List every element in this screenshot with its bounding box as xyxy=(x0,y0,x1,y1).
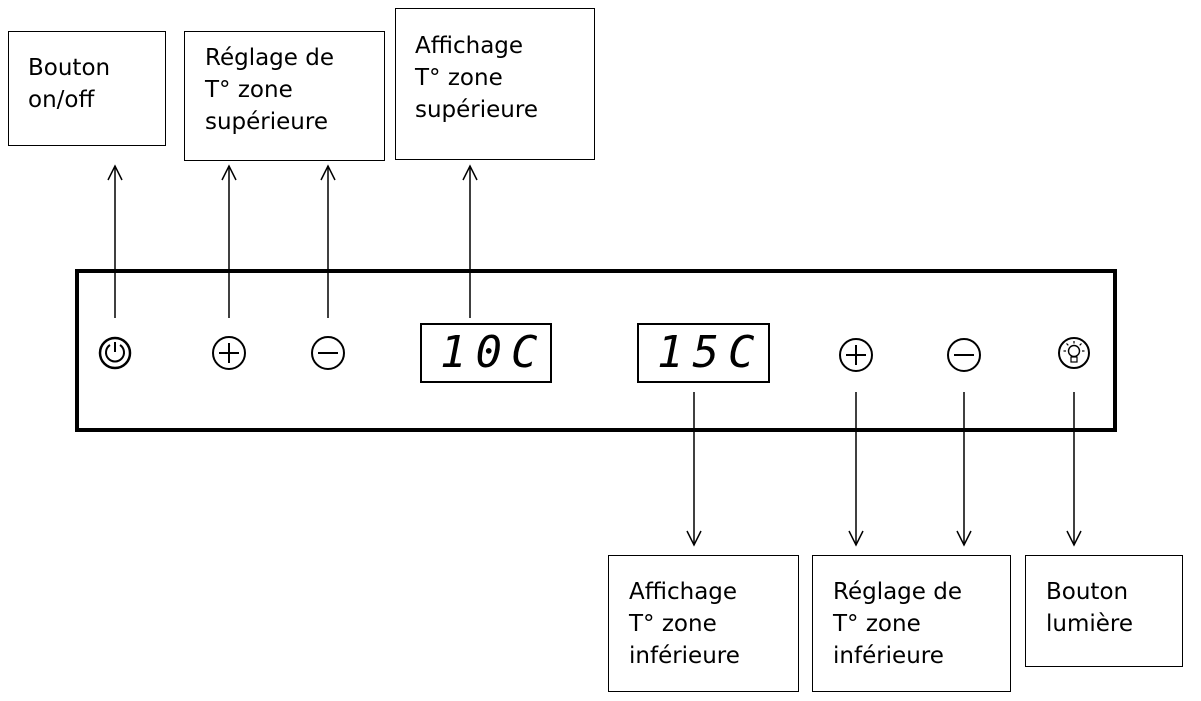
lower-plus-icon[interactable] xyxy=(839,338,873,372)
arrowhead-lower-plus xyxy=(848,530,864,547)
arrowhead-upper-minus xyxy=(320,164,336,181)
arrowhead-power xyxy=(107,164,123,181)
label-box-lower-setting xyxy=(812,555,1011,692)
label-box-power xyxy=(8,31,166,146)
arrowhead-lower-display xyxy=(686,530,702,547)
label-box-upper-setting xyxy=(184,31,385,161)
label-power: Bouton on/off xyxy=(28,55,111,113)
lower-minus-icon[interactable] xyxy=(947,338,981,372)
arrowhead-upper-plus xyxy=(221,164,237,181)
label-box-upper-display xyxy=(395,8,595,160)
label-upper-setting: Réglage de T° zone supérieure xyxy=(205,45,334,135)
control-panel xyxy=(75,269,1117,432)
upper-temp-value: 10C xyxy=(440,327,547,378)
arrowhead-upper-display xyxy=(462,164,478,181)
arrowhead-light xyxy=(1066,530,1082,547)
label-box-lower-display xyxy=(608,555,799,692)
upper-minus-icon[interactable] xyxy=(311,336,345,370)
lower-temp-value: 15C xyxy=(657,327,764,378)
label-lower-setting: Réglage de T° zone inférieure xyxy=(833,579,962,669)
power-icon[interactable] xyxy=(98,336,132,370)
label-lower-display: Affichage T° zone inférieure xyxy=(629,579,740,669)
upper-temp-display xyxy=(420,323,552,383)
lower-temp-display xyxy=(637,323,770,383)
light-bulb-icon[interactable] xyxy=(1058,337,1090,369)
arrowhead-lower-minus xyxy=(956,530,972,547)
label-light: Bouton lumière xyxy=(1046,579,1134,637)
label-upper-display: Affichage T° zone supérieure xyxy=(415,33,538,123)
label-box-light xyxy=(1025,555,1183,667)
upper-plus-icon[interactable] xyxy=(212,336,246,370)
